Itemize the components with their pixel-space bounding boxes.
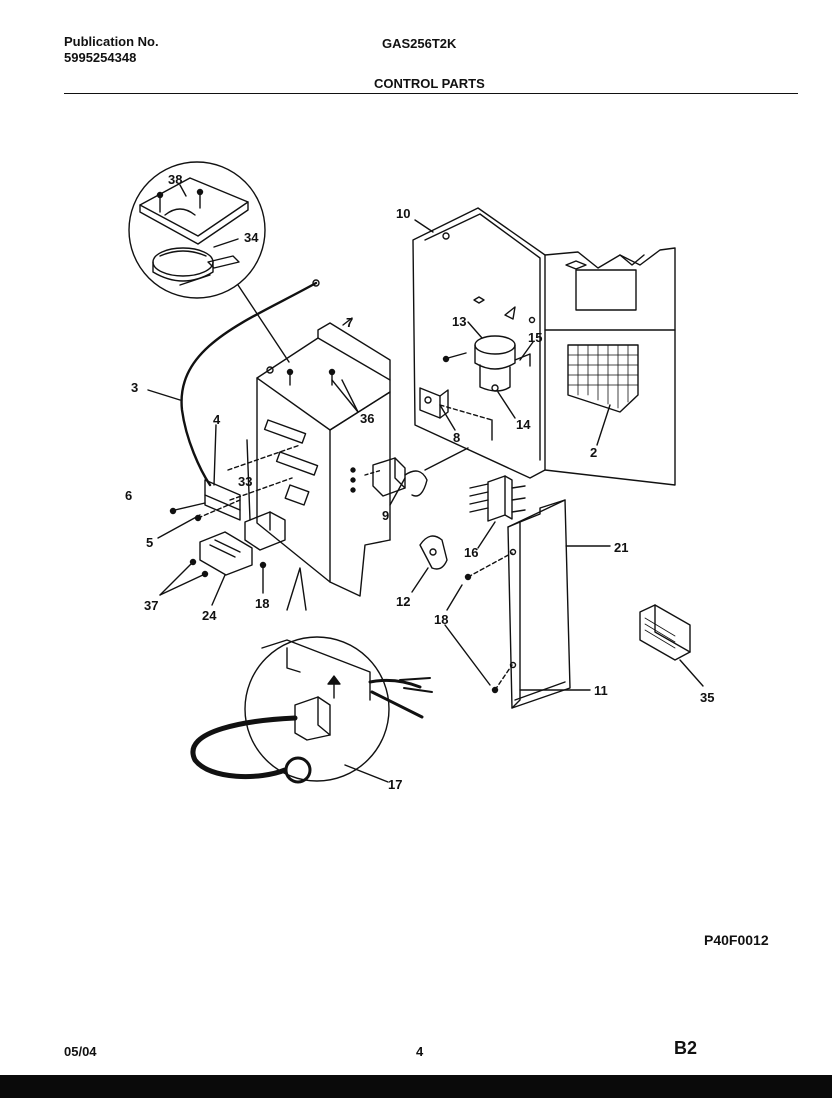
callout-13: 13 — [452, 314, 467, 329]
callout-34: 34 — [244, 230, 259, 245]
callout-7: 7 — [346, 315, 354, 330]
callout-8: 8 — [453, 430, 461, 445]
grille-2 — [567, 344, 639, 446]
callout-35: 35 — [700, 690, 715, 705]
control-box-7 — [227, 317, 391, 597]
section-title: CONTROL PARTS — [374, 76, 485, 91]
header-rule — [64, 93, 798, 94]
detail-circle-thermostat — [128, 161, 290, 363]
callout-37: 37 — [144, 598, 159, 613]
scan-edge-bar — [0, 1075, 832, 1098]
cam-12 — [411, 535, 448, 593]
footer-date: 05/04 — [64, 1044, 97, 1059]
detail-circle-power-cord-17 — [190, 567, 433, 784]
callout-3: 3 — [131, 380, 139, 395]
connector-16 — [469, 475, 526, 549]
wire-harness-3 — [147, 279, 320, 487]
capacitor-13 — [442, 321, 534, 419]
figure-code: P40F0012 — [704, 932, 769, 948]
callout-18-right: 18 — [434, 612, 449, 627]
callout-17: 17 — [388, 777, 403, 792]
callout-2: 2 — [590, 445, 598, 460]
callout-15: 15 — [528, 330, 543, 345]
switch-9 — [364, 447, 469, 506]
sheet-code: B2 — [674, 1038, 698, 1058]
mounting-panel-10 — [412, 207, 676, 486]
callout-5: 5 — [146, 535, 154, 550]
callout-11: 11 — [594, 683, 608, 698]
page-number: 4 — [416, 1044, 424, 1059]
callout-6: 6 — [125, 488, 133, 503]
filter-35 — [639, 604, 704, 687]
callout-18-left: 18 — [255, 596, 270, 611]
cover-panel-21 — [507, 499, 611, 709]
callout-16: 16 — [464, 545, 479, 560]
callout-33: 33 — [238, 474, 253, 489]
callout-21: 21 — [614, 540, 629, 555]
relay-bracket-4 — [157, 424, 241, 539]
terminal-blocks-33-24 — [159, 439, 286, 606]
model-number: GAS256T2K — [382, 36, 457, 51]
callout-24: 24 — [202, 608, 217, 623]
switch-8 — [419, 387, 493, 431]
callout-10: 10 — [396, 206, 411, 221]
callout-36: 36 — [360, 411, 375, 426]
callout-4: 4 — [213, 412, 221, 427]
callout-14: 14 — [516, 417, 531, 432]
screws-18 — [444, 552, 513, 694]
callout-38: 38 — [168, 172, 183, 187]
callout-12: 12 — [396, 594, 411, 609]
publication-label: Publication No. — [64, 34, 159, 49]
publication-number: 5995254348 — [64, 50, 137, 65]
callout-9: 9 — [382, 508, 390, 523]
